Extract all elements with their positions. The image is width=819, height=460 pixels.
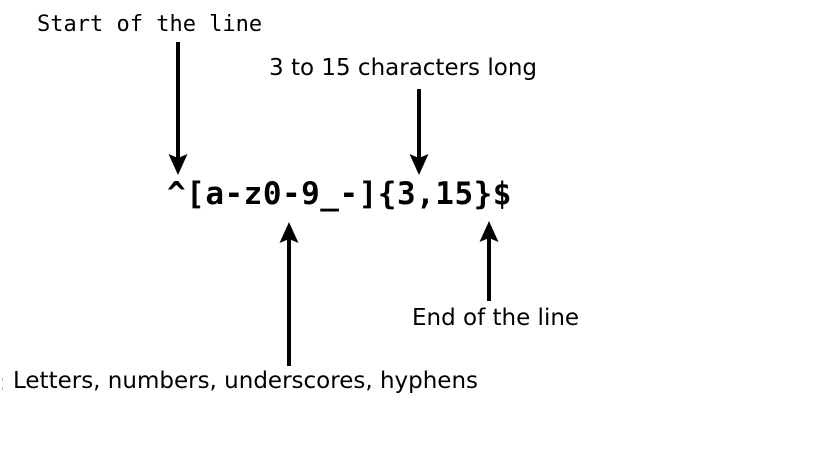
arrow-length-quantifier <box>409 89 429 175</box>
arrow-end-of-line <box>479 221 499 301</box>
annotation-label-end-of-line: End of the line <box>412 305 580 331</box>
arrow-character-class <box>279 222 299 366</box>
annotation-label-start-of-line: Start of the line <box>37 12 263 37</box>
annotation-label-length-quantifier: 3 to 15 characters long <box>269 55 537 81</box>
regex-pattern-text: ^[a-z0-9_-]{3,15}$ <box>167 176 512 212</box>
arrow-start-of-line <box>168 42 188 175</box>
clipped-edge-glyph: : <box>0 371 3 396</box>
annotation-label-character-class: Letters, numbers, underscores, hyphens <box>13 368 479 394</box>
